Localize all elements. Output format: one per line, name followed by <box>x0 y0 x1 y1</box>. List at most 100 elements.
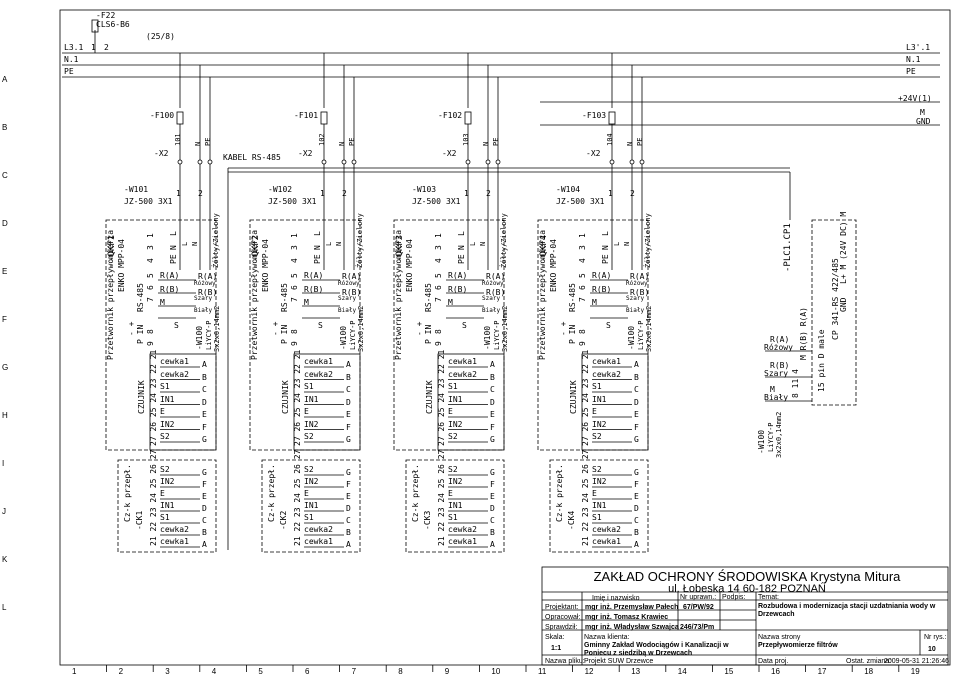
pin-input: P IN <box>568 324 577 344</box>
counter-id: -CK4 <box>567 510 576 530</box>
sensor-pins: 27 26 25 24 23 22 21 <box>581 349 590 446</box>
page-name-label: Nazwa strony <box>758 634 801 641</box>
plc-color-b: Szary <box>764 369 789 378</box>
terminal-x2-pin: 101 <box>174 133 182 146</box>
counter-signal: S2 <box>304 465 314 474</box>
pin-number: 7 <box>578 297 587 302</box>
fuse-body <box>464 111 472 125</box>
column-marker: 2 <box>118 667 124 674</box>
pin-l-label: L <box>169 231 178 236</box>
plc-pins: M R(B) R(A) <box>799 307 808 360</box>
cable-cores: 3X1 <box>590 197 605 206</box>
counter-letter: F <box>202 480 207 489</box>
core-color: N <box>479 241 487 246</box>
counter-desc: Cz-k przepł. <box>267 464 276 522</box>
rs485-label: RS-485 <box>136 283 145 312</box>
last-change-date: 2009-05-31 21:26:46 <box>884 658 949 665</box>
plc-cable-size: 3x2x0,14mm2 <box>775 411 783 458</box>
sensor-letter: D <box>346 397 351 407</box>
row-marker: D <box>2 219 8 228</box>
bus-label-right: L3'.1 <box>906 43 931 52</box>
core-color: N <box>623 241 631 246</box>
wire-number: 1 <box>608 189 613 198</box>
counter-letter: D <box>634 504 639 513</box>
file-name: Projekt SUW Drzewce <box>584 658 654 665</box>
plc-cable-id: -W100 <box>757 429 766 454</box>
sensor-signal: IN2 <box>160 419 175 429</box>
designer-permit: 67/PW/92 <box>683 604 714 611</box>
pin-number: 4 <box>290 258 299 263</box>
pin-input: P IN <box>424 324 433 344</box>
signal-b: R(B) <box>304 285 324 294</box>
core-signal-b: R(B) <box>198 288 218 297</box>
pin-number: 5 <box>146 273 155 278</box>
fuse-id: -F102 <box>438 111 463 120</box>
pin-number: 9 <box>290 341 299 346</box>
counter-signal: S2 <box>160 465 170 474</box>
counter-letter: B <box>634 528 639 537</box>
plc-color-a: Różowy <box>764 343 793 352</box>
counter-box <box>549 459 649 553</box>
cable-w100-type: LiYCY-P <box>349 320 357 350</box>
file-name-label: Nazwa pliku: <box>545 658 585 665</box>
pin-polarity: - + <box>271 321 280 336</box>
pe-core-color: Żółty/Zielony <box>644 213 652 268</box>
sensor-letter: F <box>346 422 351 432</box>
terminal-x2 <box>351 159 357 165</box>
prepared-name: mgr inż. Tomasz Krawiec <box>585 614 669 621</box>
counter-signal: S1 <box>592 513 602 522</box>
pin-input: P IN <box>280 324 289 344</box>
pin-pe-label: PE <box>457 254 466 264</box>
bus-label-left: L3.1 <box>64 43 84 52</box>
sensor-signal: S2 <box>592 432 602 441</box>
sensor-signal: cewka1 <box>160 357 189 366</box>
counter-letter: G <box>346 468 351 477</box>
transmitter-box <box>537 219 649 451</box>
fuse-body <box>608 111 616 125</box>
column-marker: 11 <box>538 667 547 674</box>
core-color: L <box>469 241 477 246</box>
counter-signal: IN1 <box>160 501 175 510</box>
row-marker: H <box>2 411 8 420</box>
counter-pins: 21 22 23 24 25 26 27 <box>293 449 302 546</box>
terminal-x2 <box>207 159 213 165</box>
designer-label: Projektant: <box>545 604 579 611</box>
terminal-x2 <box>629 159 635 165</box>
pin-number: 8 <box>146 329 155 334</box>
signal-s: S <box>462 321 467 330</box>
wire-number: 1 <box>176 189 181 198</box>
cable-type: JZ-500 <box>412 197 441 206</box>
counter-box <box>405 459 505 553</box>
counter-letter: C <box>490 516 495 525</box>
counter-letter: D <box>346 504 351 513</box>
plc-pin-numbers: 8 11 4 <box>791 369 800 398</box>
pin-number: 5 <box>578 273 587 278</box>
fuse-id: -F100 <box>150 111 175 120</box>
signal-a: R(A) <box>304 271 324 280</box>
transmitter-model: ENKO MPP-04 <box>117 239 126 292</box>
sensor-signal: IN2 <box>448 419 463 429</box>
transmitter-model: ENKO MPP-04 <box>405 239 414 292</box>
signal-b: R(B) <box>448 285 468 294</box>
counter-letter: C <box>202 516 207 525</box>
column-marker: 17 <box>817 667 827 674</box>
counter-signal: S2 <box>592 465 602 474</box>
column-marker: 1 <box>72 667 77 674</box>
column-marker: 14 <box>677 667 687 674</box>
row-marker: J <box>2 507 6 516</box>
terminal-x2-id: -X2 <box>154 149 169 158</box>
counter-letter: B <box>490 528 495 537</box>
rs485-label: RS-485 <box>568 283 577 312</box>
row-marker: G <box>2 363 9 372</box>
pin-polarity: - + <box>559 321 568 336</box>
pin-number: 7 <box>434 297 443 302</box>
fuse-body <box>320 111 328 125</box>
row-marker: F <box>2 315 7 324</box>
pin-number: 3 <box>434 245 443 250</box>
sensor-signal: IN2 <box>304 419 319 429</box>
pin-number: 5 <box>290 273 299 278</box>
counter-letter: A <box>634 540 639 549</box>
rs485-label: RS-485 <box>424 283 433 312</box>
